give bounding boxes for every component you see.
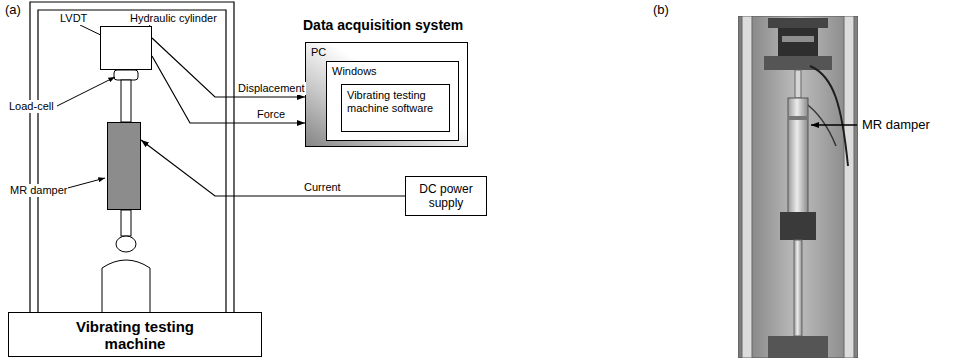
leader-line bbox=[811, 124, 857, 125]
part-label: Hydraulic cylinder bbox=[129, 12, 218, 25]
part-label: MR damper bbox=[9, 184, 68, 197]
panel-letter: (b) bbox=[652, 2, 670, 17]
pc-box: Data acquisition systemPCWindowsVibratin… bbox=[305, 42, 468, 147]
edge-label: Current bbox=[303, 181, 342, 194]
box-label: Windows bbox=[327, 62, 458, 81]
damper-body: MR damper bbox=[107, 122, 141, 210]
panel-letter: (a) bbox=[4, 2, 22, 17]
power-supply-box: DC power supply bbox=[405, 176, 487, 216]
box-label: Vibrating testing machine bbox=[65, 318, 205, 352]
machine-base-box: Vibrating testing machine bbox=[8, 312, 262, 357]
system-title: Data acquisition system bbox=[302, 17, 464, 34]
software-box: Vibrating testing machine software bbox=[341, 84, 450, 132]
edge-label: Displacement bbox=[237, 82, 306, 95]
box-label: Vibrating testing machine software bbox=[342, 85, 449, 119]
box-label: PC bbox=[306, 43, 467, 62]
signal-arrow bbox=[152, 56, 305, 123]
hydraulic-cylinder-box: LVDTHydraulic cylinder bbox=[100, 26, 152, 70]
box-label: DC power supply bbox=[411, 182, 481, 210]
signal-arrow bbox=[152, 38, 305, 97]
leader-line bbox=[64, 178, 105, 189]
signal-arrow bbox=[141, 140, 405, 196]
windows-box: WindowsVibrating testing machine softwar… bbox=[326, 61, 459, 141]
load-cell bbox=[114, 70, 138, 80]
damper-photo bbox=[738, 16, 858, 358]
lower-clevis bbox=[116, 236, 136, 252]
machine-frame-outer bbox=[30, 2, 234, 312]
lower-rod bbox=[121, 210, 131, 236]
lower-mount bbox=[102, 260, 150, 312]
edge-label: Force bbox=[256, 108, 286, 121]
machine-frame-inner bbox=[38, 10, 226, 312]
leader-line bbox=[57, 77, 115, 106]
part-label: MR damper bbox=[861, 117, 931, 132]
upper-rod bbox=[121, 80, 131, 122]
part-label: LVDT bbox=[59, 12, 88, 25]
part-label: Load-cell bbox=[8, 100, 55, 113]
